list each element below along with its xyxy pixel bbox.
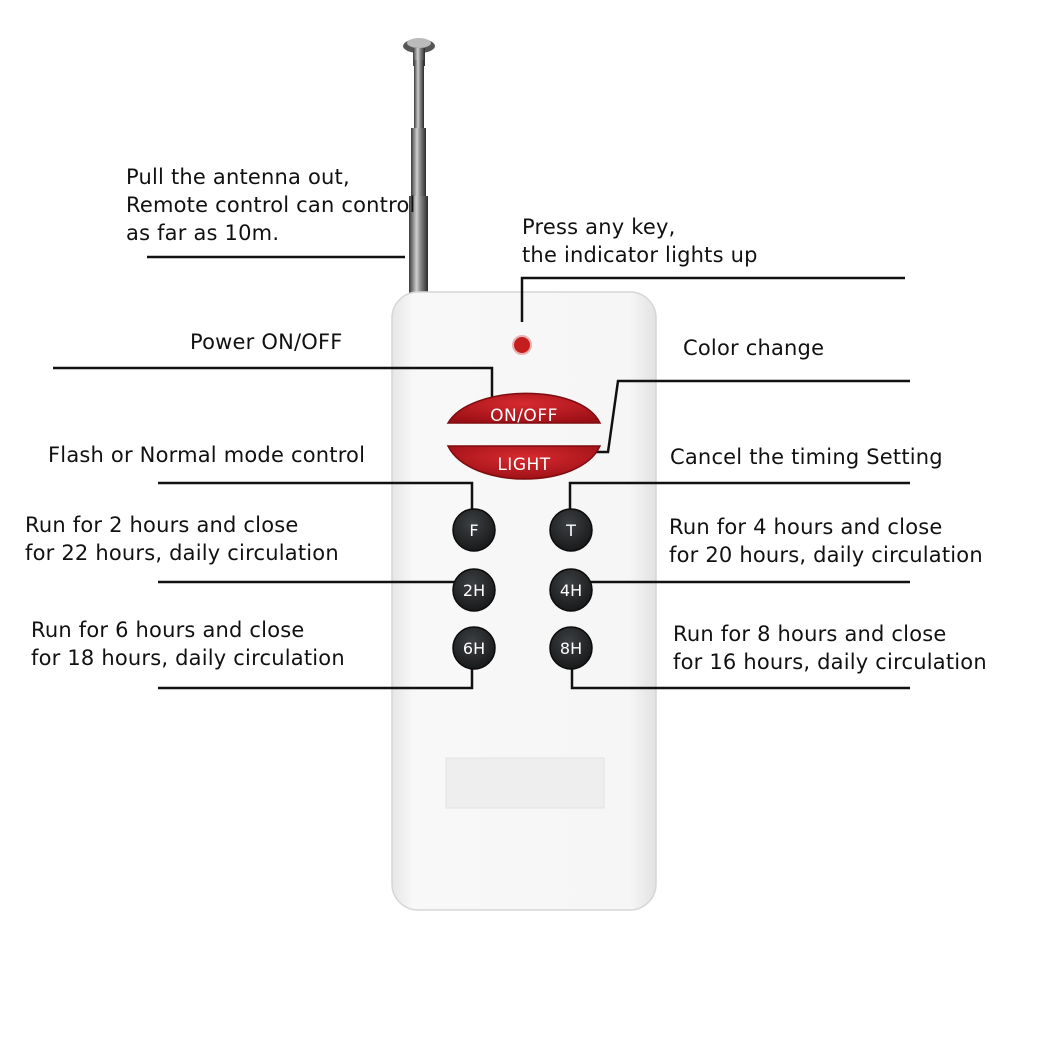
leader-line-6h — [158, 665, 474, 690]
2h-label: 2H — [463, 581, 485, 600]
4h-label: 4H — [560, 581, 582, 600]
2h-annotation: Run for 2 hours and close for 22 hours, … — [25, 511, 339, 567]
color-annotation-line-1: Color change — [683, 336, 825, 360]
2h-button[interactable]: 2H — [452, 568, 496, 612]
f-button[interactable]: F — [452, 508, 496, 552]
leader-line-color — [594, 379, 910, 454]
6h-label: 6H — [463, 639, 485, 658]
8h-annotation-line-1: Run for 8 hours and close — [673, 622, 947, 646]
leader-line-flash — [158, 481, 474, 510]
antenna-annotation-line-3: as far as 10m. — [126, 221, 280, 245]
6h-annotation-line-1: Run for 6 hours and close — [31, 618, 305, 642]
4h-annotation-line-2: for 20 hours, daily circulation — [669, 543, 983, 567]
cancel-annotation: Cancel the timing Setting — [670, 443, 943, 471]
color-annotation: Color change — [683, 334, 824, 362]
leader-line-power — [53, 366, 494, 398]
leader-line-cancel — [568, 481, 910, 510]
f-label: F — [469, 521, 478, 540]
t-label: T — [565, 521, 576, 540]
4h-annotation: Run for 4 hours and close for 20 hours, … — [669, 513, 983, 569]
leader-line-8h — [570, 665, 910, 690]
light-button[interactable]: LIGHT — [446, 445, 602, 480]
on-off-label: ON/OFF — [490, 406, 558, 426]
2h-annotation-line-1: Run for 2 hours and close — [25, 513, 299, 537]
light-label: LIGHT — [497, 455, 550, 475]
antenna-annotation-line-1: Pull the antenna out, — [126, 165, 350, 189]
leader-line-indicator — [520, 276, 905, 322]
indicator-annotation-line-2: the indicator lights up — [522, 243, 758, 267]
8h-annotation-line-2: for 16 hours, daily circulation — [673, 650, 987, 674]
4h-button[interactable]: 4H — [549, 568, 593, 612]
cancel-annotation-line-1: Cancel the timing Setting — [670, 445, 943, 469]
8h-label: 8H — [560, 639, 582, 658]
2h-annotation-line-2: for 22 hours, daily circulation — [25, 541, 339, 565]
indicator-annotation: Press any key, the indicator lights up — [522, 213, 758, 269]
telescopic-antenna-icon — [403, 38, 435, 296]
indicator-led-icon — [512, 335, 532, 355]
6h-button[interactable]: 6H — [452, 626, 496, 670]
4h-annotation-line-1: Run for 4 hours and close — [669, 515, 943, 539]
power-annotation-line-1: Power ON/OFF — [190, 330, 343, 354]
antenna-annotation: Pull the antenna out, Remote control can… — [126, 163, 416, 247]
indicator-annotation-line-1: Press any key, — [522, 215, 676, 239]
t-button[interactable]: T — [549, 508, 593, 552]
leader-lines — [53, 255, 910, 690]
power-annotation: Power ON/OFF — [190, 328, 343, 356]
6h-annotation: Run for 6 hours and close for 18 hours, … — [31, 616, 345, 672]
antenna-annotation-line-2: Remote control can control — [126, 193, 416, 217]
flash-annotation-line-1: Flash or Normal mode control — [48, 443, 366, 467]
8h-button[interactable]: 8H — [549, 626, 593, 670]
8h-annotation: Run for 8 hours and close for 16 hours, … — [673, 620, 987, 676]
on-off-button[interactable]: ON/OFF — [446, 392, 602, 426]
flash-annotation: Flash or Normal mode control — [48, 441, 365, 469]
6h-annotation-line-2: for 18 hours, daily circulation — [31, 646, 345, 670]
